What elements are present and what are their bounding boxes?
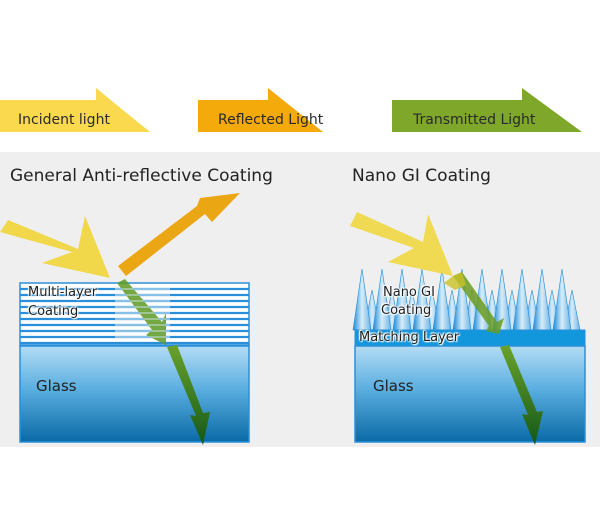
matching-layer-label: Matching Layer <box>359 330 460 345</box>
nano-spike-tall <box>532 268 552 331</box>
glass-label-left: Glass <box>36 377 77 395</box>
legend-transmitted-light: Transmitted Light <box>392 88 600 140</box>
incident-arrow-left <box>0 216 110 278</box>
nano-gi-label-line1: Nano GI <box>383 285 435 300</box>
legend-label-transmitted: Transmitted Light <box>413 112 536 128</box>
glass-block-left <box>19 345 250 443</box>
nano-spike-tall <box>432 268 452 331</box>
left-diagram <box>0 193 250 445</box>
nano-spike-tall <box>552 268 572 331</box>
incident-arrow-right <box>350 212 453 276</box>
coating-stripe-overlay <box>115 288 170 338</box>
transmitted-arrow-glass-right <box>500 345 543 445</box>
nano-gi-label-line2: Coating <box>381 303 432 318</box>
legend-reflected-light: Reflected Light <box>198 88 323 140</box>
right-diagram-title: Nano GI Coating <box>352 166 491 186</box>
incident-arrow-shape <box>0 88 150 132</box>
transmitted-arrow-spikes-right <box>453 272 504 334</box>
nano-spike-tall <box>512 268 532 331</box>
reflected-arrow-shape <box>198 88 323 132</box>
reflected-arrow-left <box>118 193 240 276</box>
multilayer-label-line1: Multi-layer <box>28 285 98 300</box>
glass-label-right: Glass <box>373 377 414 395</box>
glass-block-right <box>354 345 586 443</box>
nano-spike-tall <box>352 268 372 331</box>
left-diagram-title: General Anti-reflective Coating <box>10 166 273 186</box>
transmitted-arrow-glass-left <box>167 345 210 445</box>
legend-label-reflected: Reflected Light <box>218 112 324 128</box>
transition-segment-right <box>444 272 466 290</box>
legend-label-incident: Incident light <box>18 112 110 128</box>
transmitted-arrow-shape <box>392 88 582 132</box>
multilayer-label-line2: Coating <box>28 304 79 319</box>
right-diagram <box>350 212 586 445</box>
legend-incident-light: Incident light <box>0 88 155 140</box>
